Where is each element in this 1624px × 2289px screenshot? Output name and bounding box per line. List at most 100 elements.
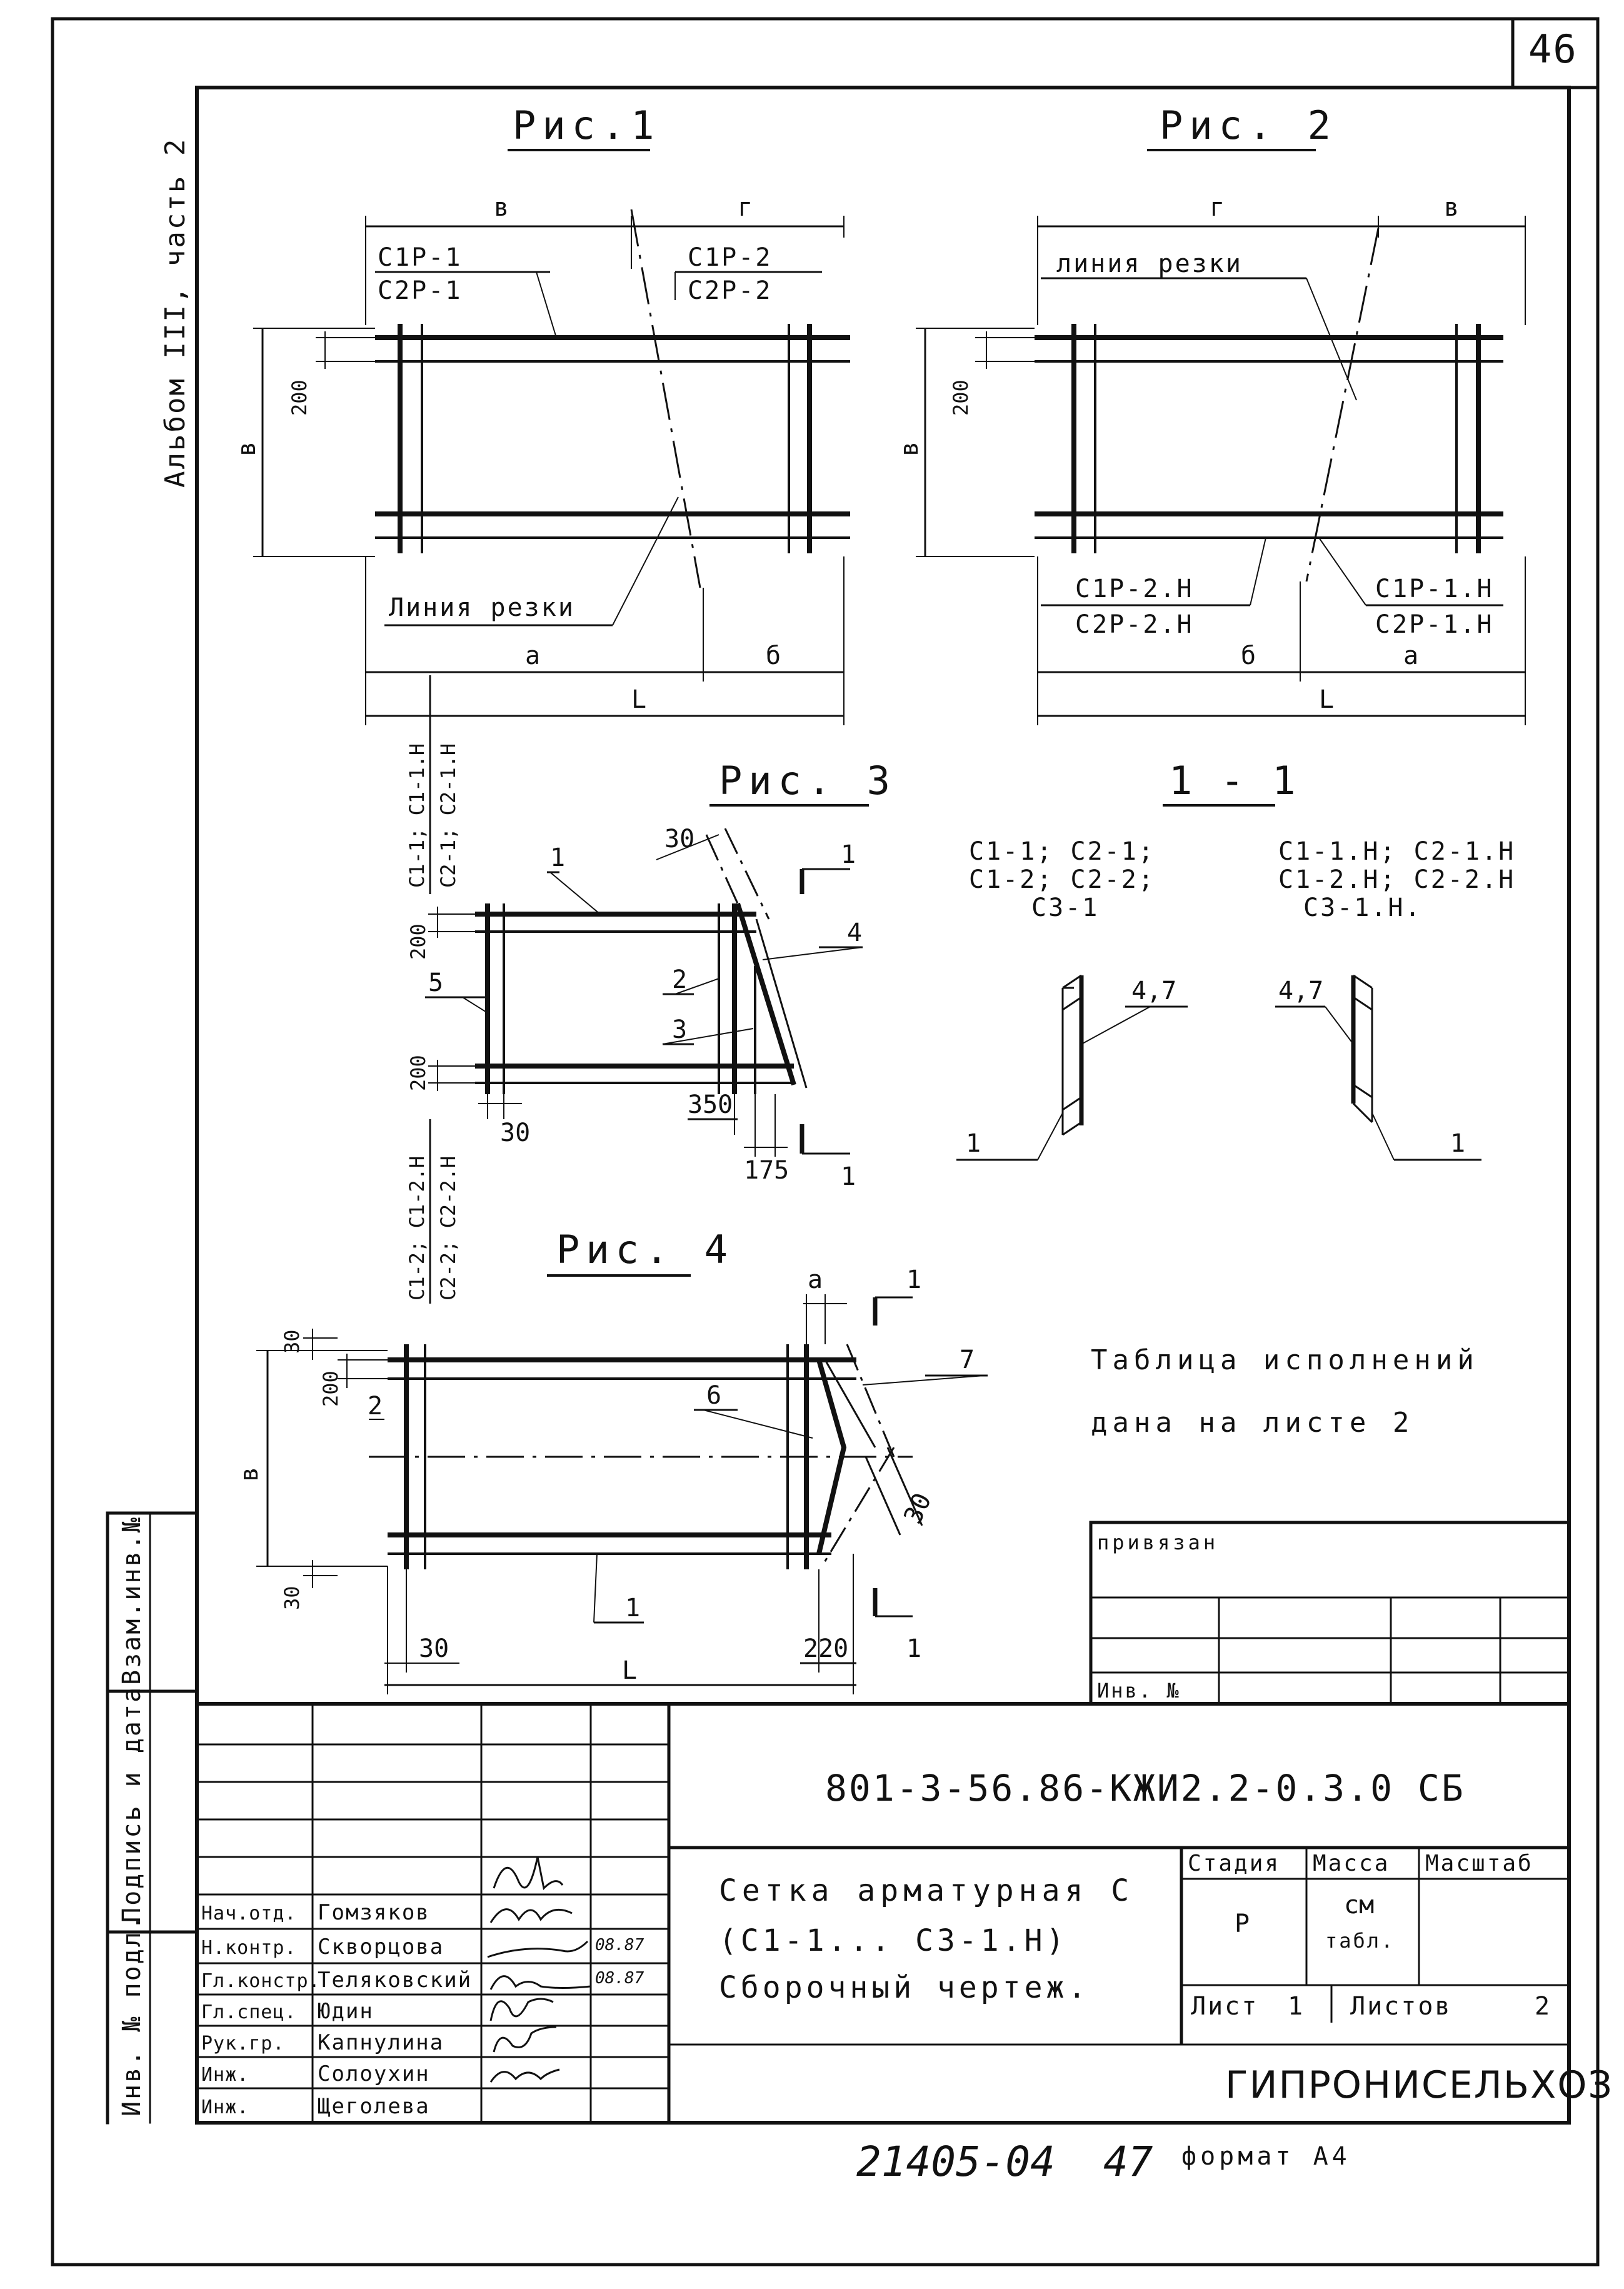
fig4-dim-30-diag: 30	[898, 1489, 937, 1528]
signer-name: Юдин	[318, 1999, 374, 2024]
fig2-dim-left: в	[895, 441, 924, 456]
signer-name: Теляковский	[318, 1968, 472, 1993]
side-stamp-podpis: Подпись и дата	[118, 1686, 146, 1923]
signer-role: Н.контр.	[201, 1937, 297, 1959]
signer-role: Инж.	[201, 2096, 249, 2118]
signer-role: Инж.	[201, 2064, 249, 2086]
fig3-dim-350: 350	[688, 1090, 733, 1119]
album-label: Альбом III, часть 2	[159, 138, 191, 488]
fig1-title: Рис.1	[513, 103, 661, 148]
sheet-label: Лист	[1191, 1992, 1258, 2021]
privyazan-box: привязан Инв. №	[1089, 1521, 1571, 1706]
sheet-value: 1	[1288, 1992, 1305, 2021]
fig2-title: Рис. 2	[1160, 103, 1337, 148]
fig4-section-mark-top: 1	[906, 1265, 921, 1294]
page-number: 46	[1528, 26, 1578, 72]
figure-4: Рис. 4	[235, 1227, 988, 1694]
signer-name: Щеголева	[318, 2094, 430, 2119]
section-left-num: 1	[966, 1129, 981, 1158]
fig1-dim-200: 200	[288, 380, 311, 416]
signer-date: 08.87	[595, 1936, 644, 1954]
organization: ГИПРОНИСЕЛЬХОЗ	[1225, 2063, 1613, 2107]
sheets-value: 2	[1535, 1992, 1551, 2021]
fig2-label-c1p1h: С1Р-1.Н	[1375, 575, 1494, 603]
fig3-dim-200-top: 200	[406, 923, 430, 960]
figure-1: Рис.1	[233, 103, 850, 725]
fig4-callout-1: 1	[625, 1594, 640, 1622]
fig1-dim-top-right: г	[738, 193, 753, 222]
fig2-dim-a: а	[1403, 641, 1418, 670]
fig1-dim-b: б	[766, 641, 781, 670]
fig2-label-c2p2h: С2Р-2.Н	[1075, 610, 1194, 639]
fig3-callout-3: 3	[672, 1015, 687, 1044]
fig2-dim-200: 200	[949, 380, 973, 416]
section-right-line1: С1-1.Н; С2-1.Н	[1278, 837, 1515, 866]
fig2-dim-L: L	[1319, 685, 1334, 714]
fig1-dim-a: а	[525, 641, 540, 670]
fig3-side-bot-b: С2-2; С2-2.Н	[436, 1156, 460, 1300]
section-right-num: 1	[1450, 1129, 1465, 1158]
privyazan-inv: Инв. №	[1097, 1679, 1181, 1703]
side-stamp-vzam: Взам.инв.№	[118, 1516, 146, 1685]
section-left-line1: С1-1; С2-1;	[969, 837, 1155, 866]
signer-role: Нач.отд.	[201, 1903, 297, 1924]
drawing-name-line-2: (С1-1... С3-1.Н)	[719, 1923, 1068, 1958]
fig3-dim-30-left: 30	[500, 1119, 530, 1147]
fig4-section-mark-bot: 1	[906, 1634, 921, 1663]
archive-page: 47	[1103, 2138, 1153, 2186]
drawing-name-line-3: Сборочный чертеж.	[719, 1970, 1090, 2005]
fig3-dim-30-diag: 30	[664, 825, 694, 853]
fig3-side-top-a: С1-1; С1-1.Н	[405, 743, 429, 888]
stage-value: Р	[1235, 1909, 1250, 1938]
signer-name: Скворцова	[318, 1934, 444, 1959]
signer-role: Гл.спец.	[201, 2001, 297, 2023]
signer-name: Гомзяков	[318, 1900, 430, 1925]
fig3-side-bot-a: С1-2; С1-2.Н	[405, 1156, 429, 1300]
title-block: 801-3-56.86-КЖИ2.2-0.3.0 СБ Сетка армату…	[197, 1702, 1613, 2123]
note-line-1: Таблица исполнений	[1091, 1344, 1479, 1376]
section-left-line2: С1-2; С2-2;	[969, 865, 1155, 894]
fig3-dim-175: 175	[744, 1156, 789, 1185]
fig4-dim-220: 220	[803, 1634, 848, 1663]
fig2-dim-top-right: в	[1444, 193, 1459, 222]
mass-value-2: табл.	[1325, 1929, 1395, 1953]
fig4-dim-L: L	[622, 1656, 637, 1685]
section-1-1: 1 - 1 С1-1; С2-1;	[956, 758, 1515, 1161]
fig2-label-c2p1h: С2Р-1.Н	[1375, 610, 1494, 639]
signer-date: 08.87	[595, 1969, 644, 1988]
figure-2: Рис. 2	[895, 103, 1526, 725]
side-stamp-inv-podl: Инв. № подл.	[118, 1913, 146, 2116]
paper-format: формат А4	[1181, 2142, 1351, 2171]
fig3-title: Рис. 3	[719, 758, 896, 803]
section-right-line2: С1-2.Н; С2-2.Н	[1278, 865, 1515, 894]
fig4-dim-30-left: 30	[419, 1634, 449, 1663]
fig3-callout-5: 5	[428, 968, 443, 997]
scale-label: Масштаб	[1425, 1851, 1533, 1876]
note-line-2: дана на листе 2	[1091, 1407, 1414, 1439]
stage-label: Стадия	[1188, 1851, 1280, 1876]
section-left-line3: С3-1	[1031, 893, 1099, 922]
mass-label: Масса	[1313, 1851, 1390, 1876]
fig4-callout-2: 2	[368, 1392, 383, 1421]
signer-role: Рук.гр.	[201, 2033, 284, 2055]
fig4-callout-6: 6	[706, 1381, 721, 1410]
section-right-callout: 4,7	[1278, 977, 1323, 1005]
fig2-cut-label: линия резки	[1056, 249, 1243, 278]
privyazan-title: привязан	[1097, 1531, 1218, 1554]
fig4-dim-30-top: 30	[280, 1329, 304, 1354]
fig1-label-c1p2: С1Р-2	[688, 243, 772, 272]
fig1-label-c2p1: С2Р-1	[378, 276, 462, 305]
mass-value-1: см	[1344, 1891, 1374, 1919]
signer-name: Солоухин	[318, 2061, 430, 2086]
fig2-dim-top-left: г	[1210, 193, 1225, 222]
fig4-dim-30-bot: 30	[280, 1586, 304, 1610]
document-code: 801-3-56.86-КЖИ2.2-0.3.0 СБ	[825, 1767, 1465, 1809]
archive-number: 21405-04	[856, 2138, 1055, 2186]
fig1-dim-L: L	[631, 685, 646, 714]
fig4-dim-B: в	[235, 1467, 264, 1482]
fig3-dim-200-bot: 200	[406, 1055, 430, 1091]
fig3-callout-4: 4	[847, 918, 862, 947]
fig2-label-c1p2h: С1Р-2.Н	[1075, 575, 1194, 603]
